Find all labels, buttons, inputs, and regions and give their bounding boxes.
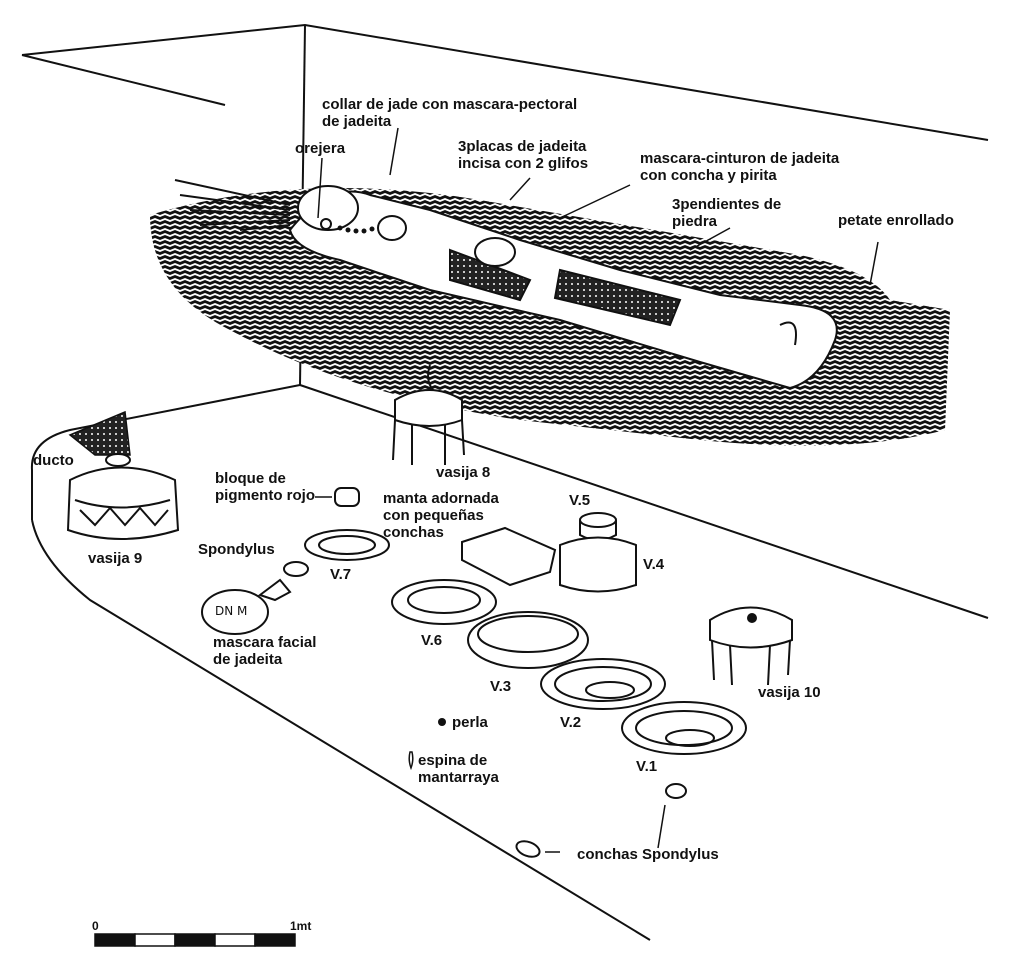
label-cinturon: mascara-cinturon de jadeita con concha y… [640, 150, 840, 184]
v3-drawing [467, 611, 589, 669]
label-perla: perla [452, 714, 488, 731]
label-v4: V.4 [643, 556, 665, 573]
mascara-facial-drawing: DN M [201, 578, 292, 635]
label-vasija-10: vasija 10 [758, 684, 821, 701]
label-conchas: conchas Spondylus [577, 846, 719, 863]
label-v1: V.1 [636, 758, 658, 775]
pigment-block-drawing [334, 487, 360, 507]
label-v7: V.7 [330, 566, 352, 583]
scale-end-label: 1mt [290, 919, 312, 933]
label-manta: manta adornada con pequeñas conchas [383, 490, 499, 541]
label-vasija-8: vasija 8 [436, 464, 491, 481]
label-bloque: bloque de pigmento rojo [215, 470, 315, 504]
label-espina: espina de mantarraya [418, 752, 499, 786]
vasija-10-drawing [709, 606, 793, 686]
espina-drawing [408, 751, 414, 771]
label-placas: 3placas de jadeita incisa con 2 glifos [458, 138, 589, 172]
label-orejera: orejera [295, 140, 346, 157]
label-v3: V.3 [490, 678, 512, 695]
scale-start-label: 0 [92, 919, 99, 933]
perla-dot [438, 718, 446, 726]
vasija-9-drawing [66, 453, 180, 540]
label-petate: petate enrollado [838, 212, 954, 229]
concha-2 [515, 840, 541, 858]
vasija-8-drawing [392, 364, 465, 465]
label-spondylus: Spondylus [198, 541, 275, 558]
svg-text:DN M: DN M [215, 604, 247, 618]
label-collar: collar de jade con mascara-pectoral de j… [322, 96, 578, 130]
v4-v5-drawing [559, 512, 637, 593]
spondylus-shell [283, 561, 309, 577]
label-vasija-9: vasija 9 [88, 550, 143, 567]
concha-1 [665, 783, 687, 799]
manta-drawing [461, 526, 557, 587]
label-mascara-facial: mascara facial de jadeita [213, 634, 317, 668]
v6-drawing [391, 579, 497, 625]
v1-drawing [621, 701, 747, 755]
v7-drawing [304, 529, 390, 561]
leader-lines [317, 127, 879, 853]
hair [174, 179, 291, 231]
buried-body [288, 185, 838, 390]
necklace [337, 225, 375, 234]
label-v2: V.2 [560, 714, 582, 731]
ducto-opening [68, 410, 131, 456]
scale-bar [94, 933, 296, 947]
label-ducto: ducto [33, 452, 74, 469]
v2-drawing [540, 658, 666, 710]
label-pendientes: 3pendientes de piedra [672, 196, 782, 230]
floor-speckle [560, 395, 690, 430]
label-v6: V.6 [421, 632, 443, 649]
label-v5: V.5 [569, 492, 591, 509]
